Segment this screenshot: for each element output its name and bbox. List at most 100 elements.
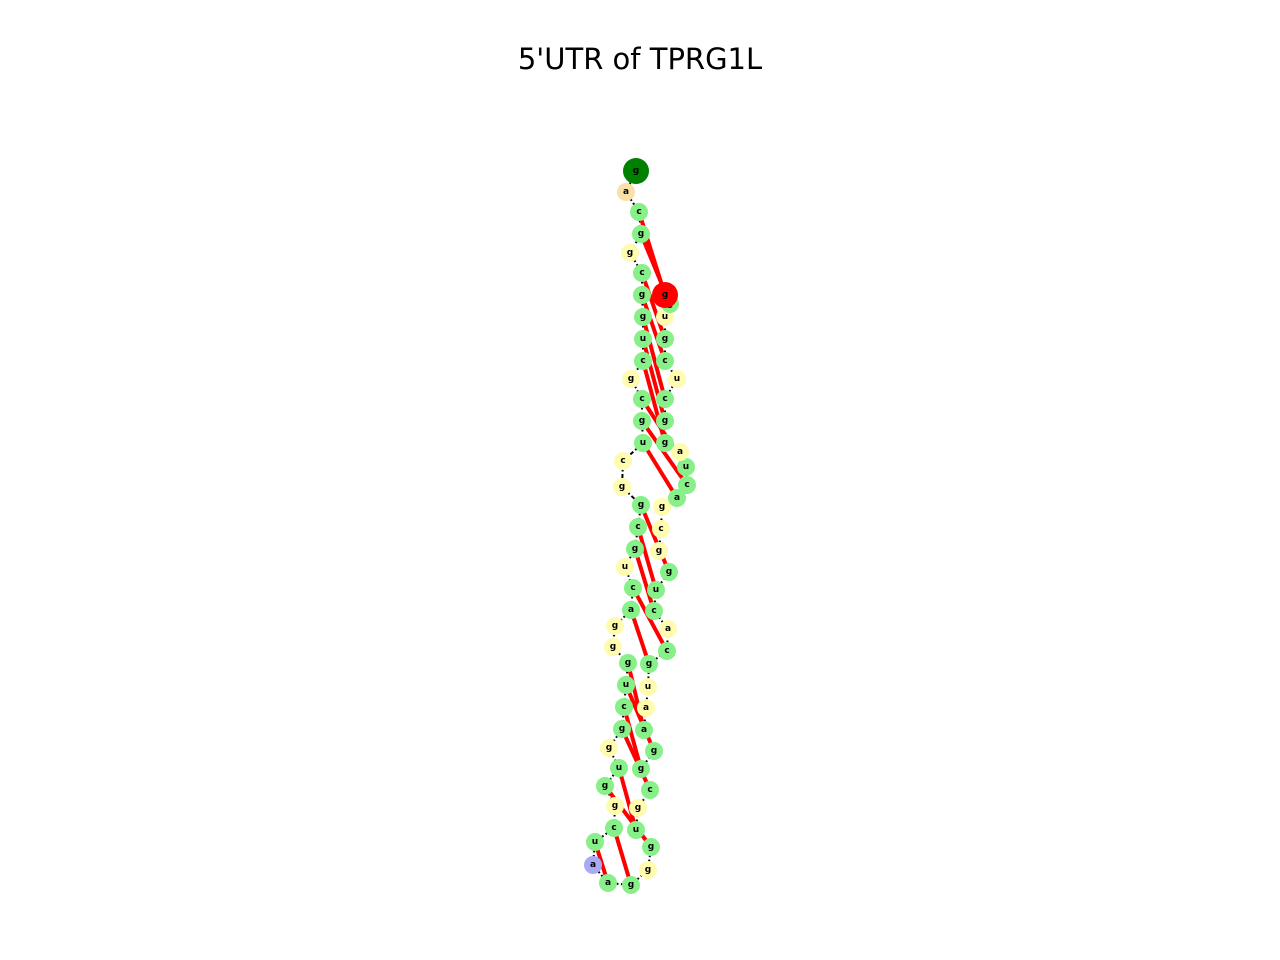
nucleotide-circle [632,760,650,778]
nucleotide: g [613,720,631,738]
nucleotide-circle [606,797,624,815]
nucleotide-label: g [602,781,608,791]
nucleotide-circle [632,496,650,514]
nucleotide-circle [630,203,648,221]
nucleotide: g [604,638,622,656]
nucleotide: g [613,478,631,496]
nucleotide-circle [626,540,644,558]
nucleotide: u [634,434,652,452]
nucleotide-label: a [623,187,629,197]
nucleotide-circle [610,759,628,777]
nucleotide-label: c [621,702,626,712]
nucleotide: g [640,655,658,673]
nucleotide-label: c [662,394,667,404]
nucleotide-circle [629,799,647,817]
nucleotide-circle [656,434,674,452]
nucleotide-label: c [664,646,669,656]
nucleotide-label: g [619,482,625,492]
nucleotide-label: a [628,605,634,615]
base-pair-bond [622,706,643,770]
nucleotide-label: c [647,785,652,795]
nucleotide: u [639,678,657,696]
nucleotide: u [610,759,628,777]
nucleotide-circle [678,476,696,494]
base-pair-bond [633,548,656,612]
nucleotide-circle [656,412,674,430]
nucleotide: c [615,698,633,716]
nucleotide-label: g [646,659,652,669]
nucleotide: g [626,540,644,558]
nucleotide: g [606,797,624,815]
nucleotide-label: a [677,447,683,457]
nucleotide: c [641,781,659,799]
nucleotide-circle [658,642,676,660]
nucleotide: c [614,452,632,470]
nucleotide: c [624,579,642,597]
base-pair-bond [620,728,652,791]
nucleotide: g [656,434,674,452]
nucleotide-circle [634,434,652,452]
nucleotide: u [627,821,645,839]
nucleotide-label: u [592,837,598,847]
nucleotide-circle [634,330,652,348]
nucleotide-label: g [639,290,645,300]
nucleotide-circle [668,489,686,507]
base-pair-bond [629,609,651,665]
nucleotide-label: c [662,356,667,366]
nucleotide: c [656,352,674,370]
nucleotide-circle [617,676,635,694]
nucleotide-circle [645,602,663,620]
nucleotide-circle [599,874,617,892]
nucleotide-circle [641,781,659,799]
nucleotide-label: c [639,268,644,278]
base-pair-bond [640,294,667,362]
nucleotide-label: g [606,743,612,753]
nucleotide-label: a [590,860,596,870]
nucleotide-circle [617,183,635,201]
nucleotide: g [632,496,650,514]
nucleotide-circle [637,699,655,717]
nucleotide: g [632,760,650,778]
nucleotide-label: g [612,621,618,631]
nucleotide-circle [604,638,622,656]
nucleotide-label: u [640,438,646,448]
nucleotide: g [629,799,647,817]
nucleotide-circle [642,838,660,856]
nucleotide-circle [584,856,602,874]
nucleotide-circle [633,412,651,430]
nucleotide-circle [619,654,637,672]
figure-title: 5'UTR of TPRG1L [517,42,763,76]
nucleotide-label: g [656,546,662,556]
nucleotide-label: u [645,682,651,692]
nucleotide-label: u [633,825,639,835]
nucleotide: g [656,412,674,430]
nucleotide-circle [647,581,665,599]
nucleotide-circle [634,308,652,326]
nucleotide-label: a [643,703,649,713]
nucleotide-label: u [616,763,622,773]
nucleotide-label: g [628,374,634,384]
nucleotide: c [652,520,670,538]
nucleotide-circle [671,443,689,461]
nucleotide-circle [614,452,632,470]
nucleotide-label: g [625,658,631,668]
nucleotide: g [606,617,624,635]
nucleotide: g [622,370,640,388]
nucleotide-label: g [651,746,657,756]
nucleotide-label: g [648,842,654,852]
nucleotide: g [619,654,637,672]
nucleotide-label: a [665,624,671,634]
nucleotide-label: g [638,764,644,774]
nucleotide-label: g [662,416,668,426]
base-pair-bond [612,827,633,886]
nucleotide: a [635,721,653,739]
nucleotide-label: a [605,878,611,888]
nucleotide-circle [656,352,674,370]
nucleotide-circle [600,739,618,757]
nucleotide-circle [650,542,668,560]
nucleotide-circle [613,478,631,496]
nucleotide-circle [634,352,652,370]
nucleotide-circle [633,264,651,282]
base-pair-bond [639,504,671,573]
